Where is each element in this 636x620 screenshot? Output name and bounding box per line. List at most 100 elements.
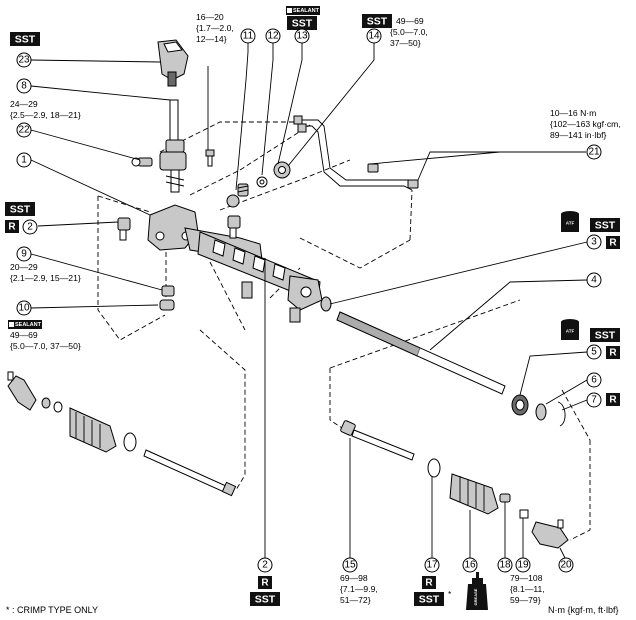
badges: SST SST R SEALANT SST SST SEALANT — [5, 6, 620, 606]
svg-text:SST: SST — [595, 220, 616, 232]
svg-text:{2.5—2.9, 18—21}: {2.5—2.9, 18—21} — [10, 110, 81, 120]
callout-11: 11 — [240, 28, 256, 44]
callout-2-bottom: 2 — [257, 557, 273, 573]
svg-text:16: 16 — [464, 560, 476, 571]
svg-text:12—14}: 12—14} — [196, 34, 227, 44]
grease-tube-icon: GREASE — [466, 572, 488, 610]
r-badge-5: R — [606, 346, 620, 359]
callout-9: 9 — [16, 246, 32, 262]
svg-text:49—69: 49—69 — [10, 330, 38, 340]
svg-text:R: R — [8, 222, 16, 233]
callout-5: 5 — [586, 344, 602, 360]
callout-8: 8 — [16, 78, 32, 94]
svg-text:2: 2 — [262, 560, 268, 571]
callout-10: 10 — [16, 300, 32, 316]
svg-text:23: 23 — [18, 55, 30, 66]
svg-text:SST: SST — [419, 594, 440, 606]
svg-text:24—29: 24—29 — [10, 99, 38, 109]
atf-can-bottom: ATF — [561, 319, 579, 340]
atf-can-top: ATF — [561, 211, 579, 232]
svg-text:SEALANT: SEALANT — [15, 322, 42, 328]
r-badge-3: R — [606, 236, 620, 249]
svg-text:15: 15 — [344, 560, 356, 571]
svg-text:16—20: 16—20 — [196, 12, 224, 22]
svg-text:10—16 N·m: 10—16 N·m — [550, 108, 596, 118]
callout-3: 3 — [586, 234, 602, 250]
svg-text:8: 8 — [21, 81, 27, 92]
svg-text:59—79}: 59—79} — [510, 595, 541, 605]
callout-2-left: 2 — [22, 219, 38, 235]
r-badge-2: R — [5, 220, 19, 233]
parts: ATF ATF GREASE — [7, 39, 579, 610]
svg-text:18: 18 — [499, 560, 511, 571]
svg-text:51—72}: 51—72} — [340, 595, 371, 605]
r-badge-7: R — [606, 393, 620, 406]
svg-text:20—29: 20—29 — [10, 262, 38, 272]
svg-text:{7.1—9.9,: {7.1—9.9, — [340, 584, 378, 594]
sst-badge-23: SST — [10, 32, 40, 46]
callout-6: 6 — [586, 372, 602, 388]
svg-text:21: 21 — [588, 147, 600, 158]
atf-cans: ATF ATF — [561, 211, 579, 340]
sst-badge-13: SST — [287, 16, 317, 30]
callout-20: 20 — [558, 557, 574, 573]
rack-end-parts — [511, 394, 566, 427]
svg-text:13: 13 — [296, 31, 308, 42]
svg-text:SEALANT: SEALANT — [293, 8, 320, 14]
callout-12: 12 — [265, 28, 281, 44]
spec-16-20: 16—20 {1.7—2.0, 12—14} — [196, 12, 234, 44]
spec-69-98: 69—98 {7.1—9.9, 51—72} — [340, 573, 378, 605]
svg-text:{102—163 kgf·cm,: {102—163 kgf·cm, — [550, 119, 621, 129]
pressure-parts — [226, 161, 291, 208]
callout-7: 7 — [586, 392, 602, 408]
r-badge-2-bottom: R — [258, 576, 272, 589]
spec-79-108: 79—108 {8.1—11, 59—79} — [510, 573, 545, 605]
sst-badge-5: SST — [590, 328, 620, 342]
sst-tool-23 — [157, 39, 189, 87]
sst-badge-3: SST — [590, 218, 620, 232]
pinion-shaft-8 — [159, 99, 187, 193]
svg-text:R: R — [609, 395, 617, 406]
atf-label-bottom: ATF — [566, 329, 575, 334]
spec-49-69-top: 49—69 {5.0—7.0, 37—50} — [390, 16, 428, 48]
svg-text:89—141 in·lbf}: 89—141 in·lbf} — [550, 130, 607, 140]
svg-text:9: 9 — [21, 249, 27, 260]
left-tie-rod-assembly — [7, 371, 237, 497]
gear-housing-tube — [197, 231, 323, 323]
asterisk-mark: * — [448, 589, 452, 599]
sst-badge-14: SST — [362, 14, 392, 28]
sealant-badge-13: SEALANT — [286, 6, 320, 15]
sst-badge-2: SST — [5, 202, 35, 216]
dashed-group-lines — [97, 121, 591, 541]
grease-label: GREASE — [473, 588, 478, 605]
spec-10-16: 10—16 N·m {102—163 kgf·cm, 89—141 in·lbf… — [550, 108, 621, 140]
svg-text:6: 6 — [591, 375, 597, 386]
right-tie-rod-assembly — [340, 420, 569, 549]
callout-22: 22 — [16, 122, 32, 138]
spec-24-29: 24—29 {2.5—2.9, 18—21} — [10, 99, 81, 120]
callout-16: 16 — [462, 557, 478, 573]
callout-21: 21 — [586, 144, 602, 160]
svg-text:R: R — [609, 238, 617, 249]
svg-text:17: 17 — [426, 560, 438, 571]
svg-text:3: 3 — [591, 237, 597, 248]
spec-20-29: 20—29 {2.1—2.9, 15—21} — [10, 262, 81, 283]
svg-text:SST: SST — [367, 16, 388, 28]
r-badge-17: R — [422, 576, 436, 589]
callout-13: 13 — [294, 28, 310, 44]
svg-text:SST: SST — [15, 34, 36, 46]
callout-17: 17 — [424, 557, 440, 573]
svg-text:20: 20 — [560, 560, 572, 571]
svg-text:1: 1 — [21, 155, 27, 166]
svg-text:2: 2 — [27, 222, 33, 233]
svg-text:{2.1—2.9, 15—21}: {2.1—2.9, 15—21} — [10, 273, 81, 283]
svg-text:{5.0—7.0, 37—50}: {5.0—7.0, 37—50} — [10, 341, 81, 351]
svg-text:{8.1—11,: {8.1—11, — [510, 584, 545, 594]
sst-badge-2-bottom: SST — [250, 592, 280, 606]
svg-text:19: 19 — [517, 560, 529, 571]
o-ring-3 — [320, 296, 332, 312]
torque-specs: 16—20 {1.7—2.0, 12—14} 49—69 {5.0—7.0, 3… — [10, 12, 621, 605]
fitting-22 — [131, 157, 153, 167]
svg-text:5: 5 — [591, 347, 597, 358]
